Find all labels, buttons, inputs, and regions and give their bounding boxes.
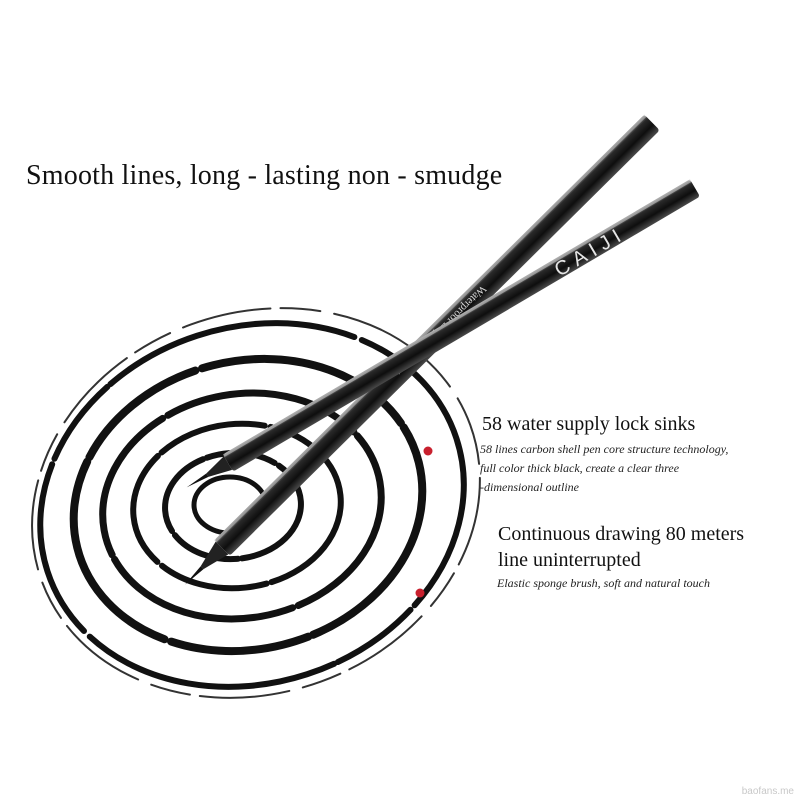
brush-ring-4 bbox=[130, 420, 344, 592]
feature-title-line: line uninterrupted bbox=[498, 549, 641, 571]
feature-description-sponge-brush: Elastic sponge brush, soft and natural t… bbox=[497, 576, 710, 590]
feature-description-line: 58 lines carbon shell pen core structure… bbox=[480, 442, 729, 456]
marker-dot-bottom bbox=[415, 588, 425, 598]
brush-stroke-spiral bbox=[31, 307, 481, 699]
pen-brand-text: CAIJI bbox=[551, 222, 630, 281]
watermark: baofans.me bbox=[741, 786, 794, 797]
brush-ring-1 bbox=[37, 320, 467, 690]
feature-title-water-supply: 58 water supply lock sinks bbox=[482, 413, 696, 435]
brush-ring-3 bbox=[99, 389, 385, 623]
feature-description-line: full color thick black, create a clear t… bbox=[480, 461, 680, 475]
brush-ring-outer-faint bbox=[31, 307, 481, 699]
brush-ring-2 bbox=[69, 354, 427, 656]
feature-description-water-supply: 58 lines carbon shell pen core structure… bbox=[480, 440, 728, 497]
marker-dot-top bbox=[423, 446, 433, 456]
headline: Smooth lines, long - lasting non - smudg… bbox=[26, 160, 503, 191]
feature-title-continuous-drawing: Continuous drawing 80 meters line uninte… bbox=[498, 521, 744, 573]
feature-title-line: Continuous drawing 80 meters bbox=[498, 523, 745, 545]
feature-description-line: -dimensional outline bbox=[480, 480, 579, 494]
